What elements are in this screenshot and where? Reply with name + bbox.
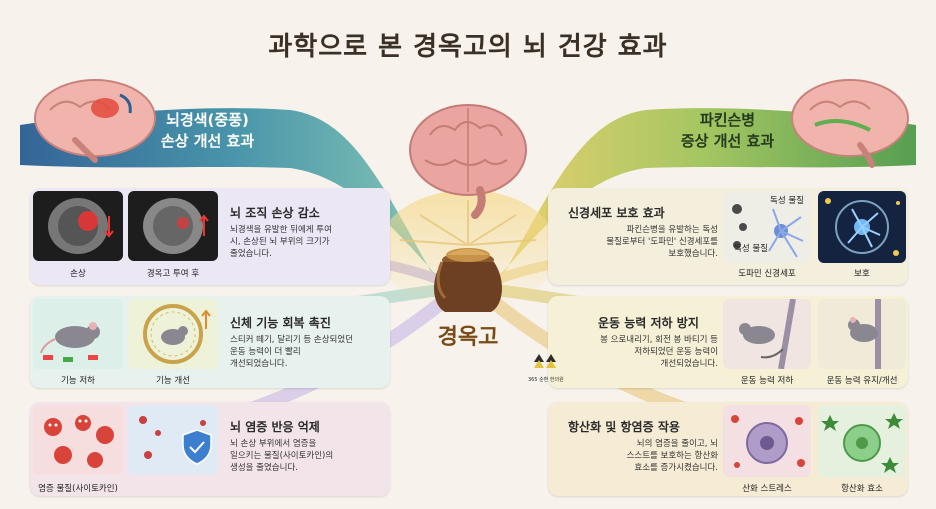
clinic-badge: 365 순환 한의원 [528,377,564,383]
mouse-falling-image [723,299,811,369]
right-section-header: 파킨슨병 증상 개선 효과 [655,110,800,152]
body-line: 물질로부터 '도파민' 신경세포를 [606,237,718,247]
cytokine-image [33,405,123,475]
card-title-inflammation: 뇌 염증 반응 억제 [230,420,320,434]
body-line: 보호했습니다. [668,249,718,259]
caption-enzyme: 항산화 효소 [841,484,883,494]
left-card-inflammation: 염증 물질(사이토카인) 뇌 염증 반응 억제 뇌 손상 부위에서 염증을 일으… [30,402,390,496]
card-title-motor: 운동 능력 저하 방지 [598,316,699,330]
caption-cytokine: 염증 물질(사이토카인) [38,484,118,494]
body-line: 뇌 손상 부위에서 염증을 [230,439,317,449]
card-title-tissue: 뇌 조직 손상 감소 [230,206,320,220]
card-title-neuron: 신경세포 보호 효과 [568,206,665,220]
right-card-motor: 운동 능력 저하 방지 봉 으로내리기, 회전 봉 바티기 등 저하되었던 운동… [548,296,908,388]
body-line: 파킨슨병을 유발하는 독성 [626,225,718,235]
mri-damage-image [33,191,123,261]
toxin-neuron-image [723,191,811,263]
jar-icon [434,248,502,312]
label-toxin-1: 독성 물질 [770,196,804,206]
left-header-line2: 손상 개선 효과 [160,132,255,150]
shield-icon [182,429,212,465]
shield-cells-image [128,405,218,475]
body-line: 개선되었습니다. [230,359,288,369]
left-card-tissue: 손상 경옥고 투여 후 뇌 조직 손상 감소 뇌경색을 유발한 뒤에게 투여 시… [30,188,390,285]
badge-logo-icon [534,354,556,368]
caption-decline: 기능 저하 [61,376,95,386]
body-line: 스스트를 보호하는 항산화 [626,451,718,461]
card-body-tissue: 뇌경색을 유발한 뒤에게 투여 시, 손상된 뇌 부위의 크기가 줄었습니다. [230,224,388,260]
body-line: 저하되었던 운동 능력이 [634,347,718,357]
page-title: 과학으로 본 경옥고의 뇌 건강 효과 [268,32,668,62]
mouse-wheel-image [128,299,218,369]
card-body-inflammation: 뇌 손상 부위에서 염증을 일으키는 물질(사이토카인)의 생성을 줄였습니다. [230,438,388,474]
body-line: 효소를 증가시켰습니다. [634,463,718,473]
mri-after-image [128,191,218,261]
caption-after: 경옥고 투여 후 [146,269,200,279]
antioxidant-enzyme-image [818,405,906,477]
mouse-decline-image [33,299,123,369]
card-body-neuron: 파킨슨병을 유발하는 독성 물질로부터 '도파민' 신경세포를 보호했습니다. [568,224,718,260]
body-line: 뇌의 염증을 줄이고, 뇌 [636,439,718,449]
caption-motor-maintain: 운동 능력 유지/개선 [826,376,898,386]
card-title-function: 신체 기능 회복 촉진 [230,316,331,330]
label-toxin-2: 독성 물질 [734,244,768,254]
body-line: 운동 능력이 더 빨리 [230,347,301,357]
caption-damage: 손상 [70,269,86,279]
card-body-antioxidant: 뇌의 염증을 줄이고, 뇌 스스트를 보호하는 항산화 효소를 증가시켰습니다. [578,438,718,474]
card-title-antioxidant: 항산화 및 항염증 작용 [568,420,680,434]
caption-oxidative: 산화 스트레스 [742,484,792,494]
center-label: 경옥고 [437,325,499,350]
body-line: 봉 으로내리기, 회전 봉 바티기 등 [600,335,718,345]
body-line: 줄었습니다. [230,249,272,259]
caption-motor-decline: 운동 능력 저하 [740,376,794,386]
left-card-function: 기능 저하 기능 개선 신체 기능 회복 촉진 스티커 떼기, 달리기 등 손상… [30,296,390,388]
body-line: 개선되었습니다. [660,359,718,369]
left-header-line1: 뇌경색(중풍) [166,111,249,129]
protected-neuron-image [818,191,906,263]
caption-improve: 기능 개선 [156,376,190,386]
caption-protect: 보호 [854,269,870,279]
body-line: 생성을 줄였습니다. [230,463,298,473]
card-body-function: 스티커 떼기, 달리기 등 손상되었던 운동 능력이 더 빨리 개선되었습니다. [230,334,388,370]
center-brain-icon [409,104,527,219]
left-section-header: 뇌경색(중풍) 손상 개선 효과 [135,110,280,152]
right-header-line2: 증상 개선 효과 [680,132,775,150]
body-line: 일으키는 물질(사이토카인)의 [230,451,334,461]
caption-dopamine: 도파민 신경세포 [738,269,796,279]
oxidative-stress-image [723,405,811,477]
right-brain-icon [791,79,909,168]
body-line: 시, 손상된 뇌 부위의 크기가 [230,237,330,247]
right-card-neuron: 신경세포 보호 효과 파킨슨병을 유발하는 독성 물질로부터 '도파민' 신경세… [548,188,908,285]
right-card-antioxidant: 항산화 및 항염증 작용 뇌의 염증을 줄이고, 뇌 스스트를 보호하는 항산화… [548,402,908,496]
left-brain-icon [34,79,156,163]
card-body-motor: 봉 으로내리기, 회전 봉 바티기 등 저하되었던 운동 능력이 개선되었습니다… [563,334,718,370]
body-line: 스티커 떼기, 달리기 등 손상되었던 [230,335,353,345]
right-header-line1: 파킨슨병 [699,111,756,129]
mouse-climbing-image [818,299,906,369]
body-line: 뇌경색을 유발한 뒤에게 투여 [230,225,332,235]
